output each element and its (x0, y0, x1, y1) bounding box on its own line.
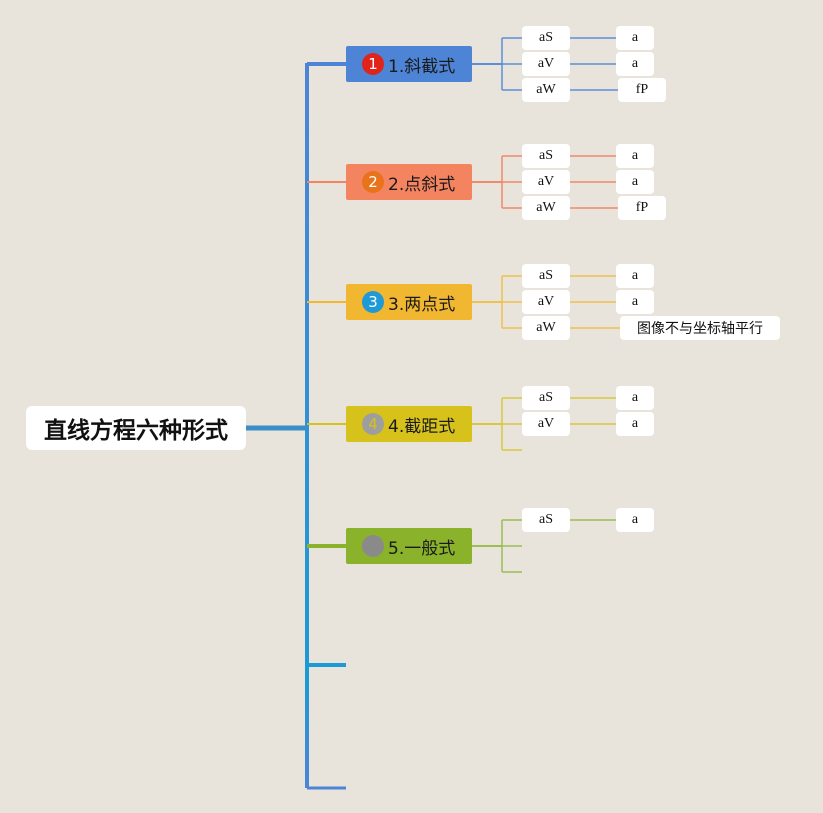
leaf-value[interactable]: a (616, 52, 654, 76)
leaf-value[interactable]: a (616, 264, 654, 288)
leaf-key[interactable]: aS (522, 264, 570, 288)
root-topic-label: 直线方程六种形式 (44, 418, 228, 444)
leaf-key[interactable]: aW (522, 316, 570, 340)
leaf-key[interactable]: aS (522, 144, 570, 168)
leaf-key[interactable]: aV (522, 52, 570, 76)
leaf-value[interactable]: fP (618, 78, 666, 102)
number-badge-icon: 3 (362, 291, 384, 313)
leaf-key[interactable]: aS (522, 386, 570, 410)
leaf-key[interactable]: aS (522, 508, 570, 532)
leaf-key[interactable]: aV (522, 170, 570, 194)
main-trunk (305, 63, 309, 788)
number-badge-icon: 5 (362, 535, 384, 557)
branch-topic-label: 1.斜截式 (388, 56, 456, 77)
branch-topic-label: 5.一般式 (388, 538, 456, 559)
leaf-key[interactable]: aS (522, 26, 570, 50)
leaf-value[interactable]: a (616, 290, 654, 314)
leaf-value[interactable]: a (616, 144, 654, 168)
leaf-key[interactable]: aW (522, 196, 570, 220)
number-badge-icon: 4 (362, 413, 384, 435)
leaf-key[interactable]: aV (522, 290, 570, 314)
leaf-key[interactable]: aV (522, 412, 570, 436)
leaf-value[interactable]: a (616, 170, 654, 194)
leaf-value[interactable]: a (616, 508, 654, 532)
leaf-value[interactable]: a (616, 386, 654, 410)
root-topic[interactable]: 直线方程六种形式 (26, 406, 246, 450)
number-badge-icon: 2 (362, 171, 384, 193)
branch-topic-label: 4.截距式 (388, 416, 456, 437)
leaf-value[interactable]: fP (618, 196, 666, 220)
leaf-value[interactable]: a (616, 26, 654, 50)
branch-topic-label: 2.点斜式 (388, 174, 456, 195)
leaf-value[interactable]: 图像不与坐标轴平行 (620, 316, 780, 340)
leaf-key[interactable]: aW (522, 78, 570, 102)
number-badge-icon: 1 (362, 53, 384, 75)
leaf-value[interactable]: a (616, 412, 654, 436)
branch-topic-label: 3.两点式 (388, 294, 456, 315)
